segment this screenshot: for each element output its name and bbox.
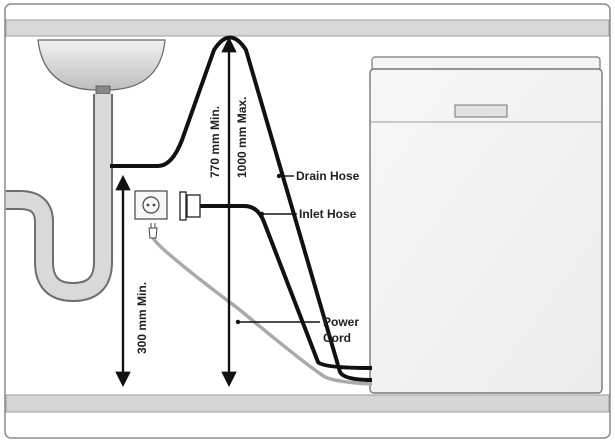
label-drain-hose: Drain Hose — [296, 169, 360, 183]
dishwasher-body — [369, 68, 603, 394]
socket-face — [142, 196, 160, 214]
dishwasher-handle — [454, 104, 508, 118]
label-inlet-hose: Inlet Hose — [299, 207, 357, 221]
label-power-cord-line1: Power — [323, 315, 359, 329]
power-socket — [134, 190, 168, 220]
floor — [5, 394, 610, 413]
water-tap-flange — [179, 191, 187, 221]
label-power-cord-line2: Cord — [323, 331, 351, 345]
sink-drain-outlet — [95, 85, 111, 95]
water-tap-body — [186, 194, 201, 218]
countertop — [5, 19, 610, 37]
label-1000-max: 1000 mm Max. — [235, 97, 249, 178]
power-plug — [148, 227, 158, 239]
power-cord — [151, 236, 373, 386]
sink-trap — [6, 94, 111, 300]
label-300-min: 300 mm Min. — [135, 282, 149, 354]
inlet-hose — [200, 204, 373, 370]
label-770-min: 770 mm Min. — [208, 106, 222, 178]
